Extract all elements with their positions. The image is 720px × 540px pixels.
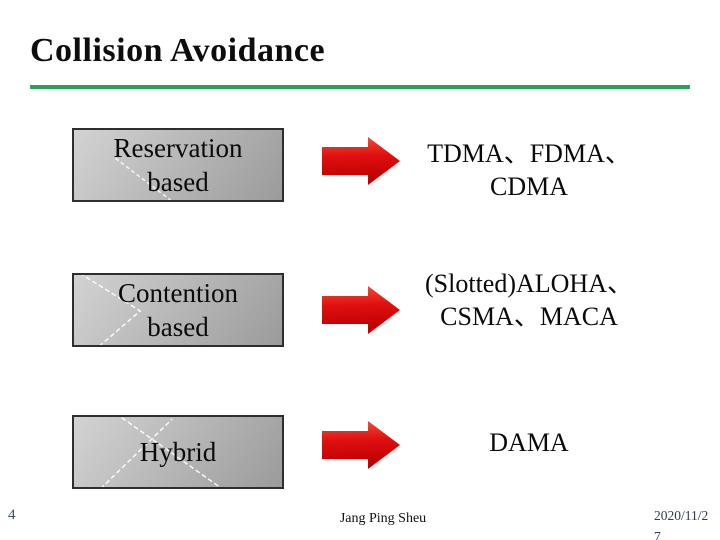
result-line: CDMA <box>489 172 568 201</box>
title-underline <box>30 85 690 89</box>
category-box-label-line: based <box>147 312 209 342</box>
page-number: 4 <box>8 507 16 523</box>
slide-title: Collision Avoidance <box>30 32 326 69</box>
footer-date-line: 7 <box>654 529 661 540</box>
category-box-label-line: Contention <box>118 278 238 308</box>
footer-date: 2020/11/2 7 <box>654 505 712 540</box>
result-text-hybrid: DAMA <box>379 426 679 459</box>
result-text-reservation: TDMA、FDMA、 CDMA <box>379 137 679 203</box>
category-box-reservation: Reservation based <box>72 128 284 202</box>
result-text-contention: (Slotted)ALOHA、 CSMA、MACA <box>379 267 679 333</box>
category-box-hybrid: Hybrid <box>72 415 284 489</box>
category-box-contention: Contention based <box>72 273 284 347</box>
category-box-label-line: Hybrid <box>139 437 217 467</box>
result-line: (Slotted)ALOHA、 <box>425 269 633 298</box>
category-box-label-line: Reservation <box>113 133 243 163</box>
result-line: TDMA、FDMA、 <box>427 139 631 168</box>
footer-author: Jang Ping Sheu <box>339 511 427 526</box>
category-box-label-line: based <box>147 167 209 197</box>
result-line: DAMA <box>489 428 569 457</box>
footer-date-line: 2020/11/2 <box>654 508 709 523</box>
result-line: CSMA、MACA <box>440 302 618 331</box>
